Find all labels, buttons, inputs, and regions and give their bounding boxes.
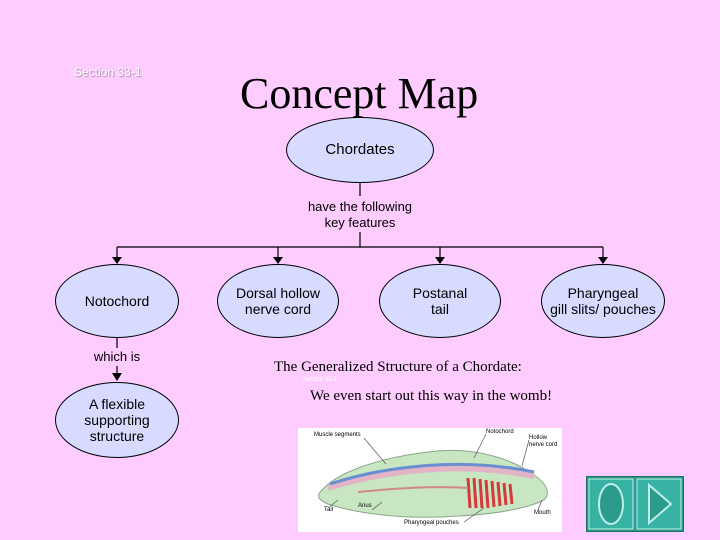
feature-node-nerve-cord: Dorsal hollow nerve cord: [217, 264, 339, 338]
right-arrow-icon: [636, 478, 682, 530]
feature-label-notochord: Notochord: [84, 293, 150, 309]
label-mouth: Mouth: [534, 510, 551, 516]
detail-label: A flexible supporting structure: [84, 396, 149, 444]
root-node: Chordates: [286, 117, 434, 183]
arrow-notochord: [112, 257, 122, 264]
label-notochord: Notochord: [486, 429, 514, 435]
chordate-illustration: Muscle segments Notochord Hollow nerve c…: [298, 428, 562, 532]
root-label: Chordates: [325, 141, 395, 158]
arrow-nerve-cord: [273, 257, 283, 264]
arrow-detail: [112, 373, 122, 381]
feature-node-notochord: Notochord: [55, 264, 179, 338]
feature-node-tail: Postanal tail: [379, 264, 501, 338]
detail-line-3: structure: [89, 428, 145, 444]
feature-label-nerve-cord: Dorsal hollow nerve cord: [236, 285, 320, 317]
root-link-line-2: key features: [324, 215, 396, 230]
root-link-line-1: have the following: [307, 199, 413, 214]
tail-line-2: tail: [431, 301, 449, 317]
pharyngeal-line-1: Pharyngeal: [567, 285, 639, 301]
back-button[interactable]: [587, 477, 635, 531]
label-nerve-line-2: nerve cord: [529, 442, 558, 448]
feature-label-pharyngeal: Pharyngeal gill slits/ pouches: [550, 285, 656, 317]
arrow-pharyngeal: [598, 257, 608, 264]
detail-node: A flexible supporting structure: [55, 382, 179, 458]
nav-buttons: [586, 476, 684, 532]
label-anus: Anus: [358, 503, 372, 509]
detail-line-1: A flexible: [88, 396, 146, 412]
nerve-cord-line-1: Dorsal hollow: [235, 285, 321, 301]
tail-line-1: Postanal: [412, 285, 468, 301]
notochord-link-text: which is: [93, 349, 141, 364]
label-muscle-segments: Muscle segments: [314, 432, 361, 438]
label-pharyngeal-pouches: Pharyngeal pouches: [404, 520, 459, 526]
feature-node-pharyngeal: Pharyngeal gill slits/ pouches: [541, 264, 665, 338]
label-nerve-line-1: Hollow: [529, 435, 548, 441]
next-button[interactable]: [635, 477, 683, 531]
left-oval-icon: [588, 478, 634, 530]
arrow-tail: [435, 257, 445, 264]
chordate-body-drawing: [318, 433, 548, 523]
root-link-text: have the following key features: [290, 199, 430, 231]
figure-subcaption: We even start out this way in the womb!: [310, 388, 553, 404]
page-title: Concept Map: [240, 69, 479, 118]
label-hollow-nerve-cord: Hollow nerve cord: [529, 435, 557, 449]
figure-section-tag: Section 33-1: [303, 377, 337, 383]
section-label: Section 33-1: [74, 65, 142, 79]
label-tail: Tail: [324, 507, 334, 513]
pharyngeal-line-2: gill slits/ pouches: [550, 301, 656, 317]
figure-caption: The Generalized Structure of a Chordate:: [274, 359, 522, 375]
nerve-cord-line-2: nerve cord: [244, 301, 312, 317]
detail-line-2: supporting: [84, 412, 150, 428]
feature-label-tail: Postanal tail: [413, 285, 467, 317]
